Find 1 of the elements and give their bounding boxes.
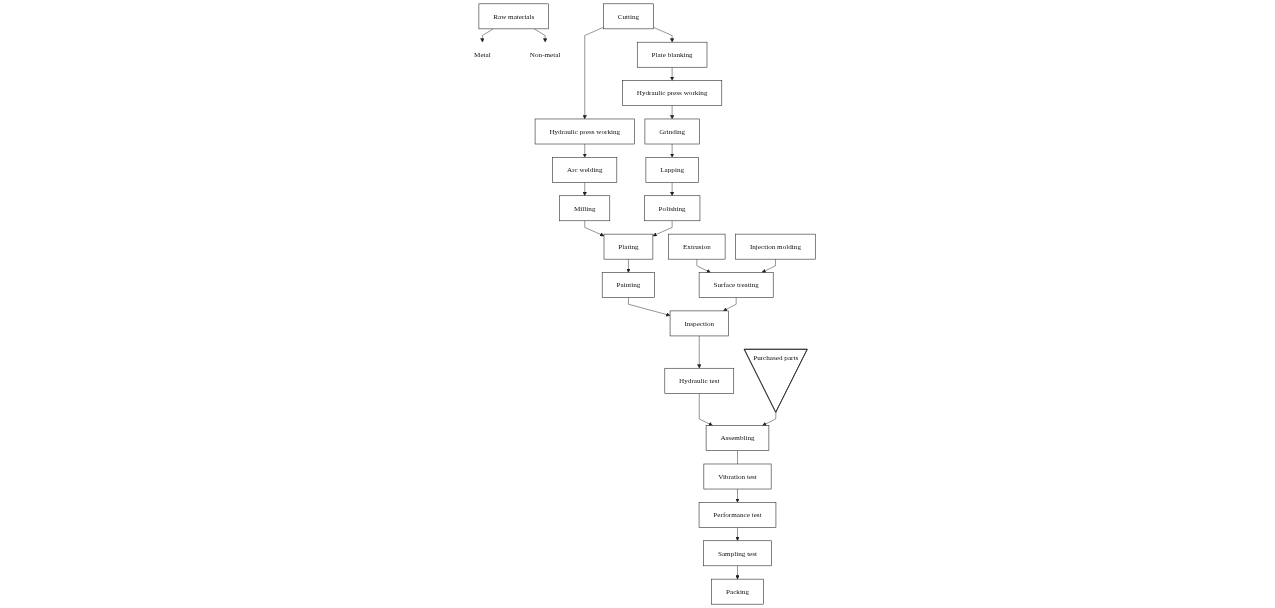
connector [737, 450, 738, 465]
